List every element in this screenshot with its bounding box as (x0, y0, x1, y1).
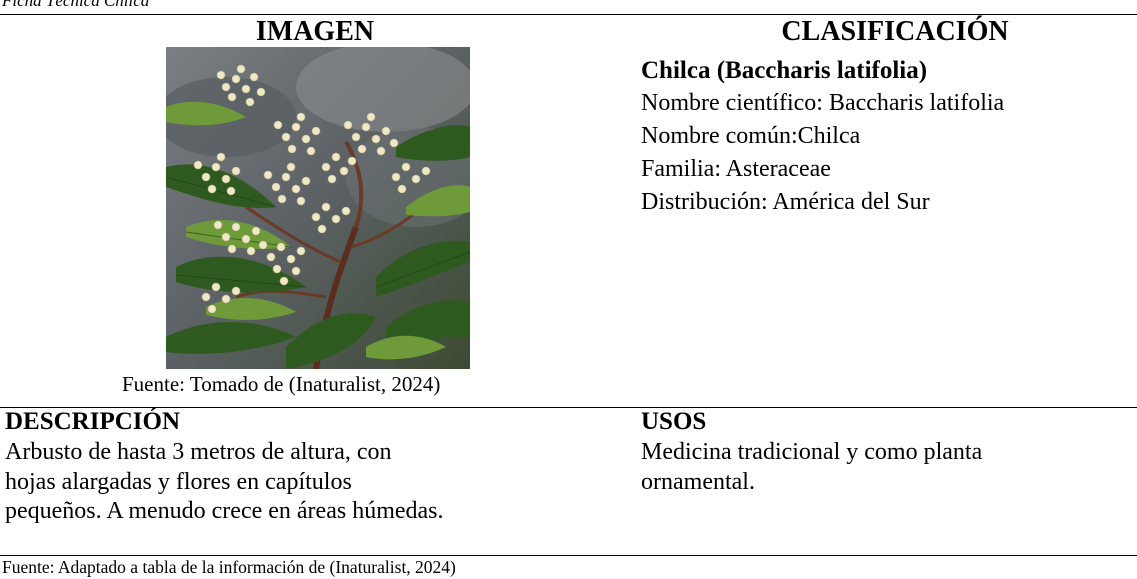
image-column-title: IMAGEN (255, 16, 375, 47)
classification-block: Chilca (Baccharis latifolia) Nombre cien… (641, 54, 1004, 219)
description-text: Arbusto de hasta 3 metros de altura, con… (5, 438, 635, 527)
plant-name: Chilca (Baccharis latifolia) (641, 57, 928, 84)
uses-line: Medicina tradicional y como planta (641, 439, 983, 465)
chilca-plant-photo (166, 47, 470, 369)
common-name-line: Nombre común:Chilca (641, 123, 861, 149)
description-line: Arbusto de hasta 3 metros de altura, con (5, 439, 392, 465)
uses-title: USOS (641, 408, 707, 435)
description-line: pequeños. A menudo crece en áreas húmeda… (5, 498, 444, 524)
footer-source: Fuente: Adaptado a tabla de la informaci… (2, 557, 456, 577)
image-source: Fuente: Tomado de (Inaturalist, 2024) (122, 372, 441, 396)
family-line: Familia: Asteraceae (641, 156, 831, 182)
section-divider-rule (0, 407, 1137, 408)
uses-line: ornamental. (641, 468, 755, 495)
classification-title: CLASIFICACIÓN (781, 16, 1009, 47)
distribution-line: Distribución: América del Sur (641, 189, 930, 215)
scientific-name-line: Nombre científico: Baccharis latifolia (641, 90, 1005, 116)
table-top-rule (0, 14, 1137, 15)
table-caption: Ficha Técnica Chilca (2, 0, 150, 10)
uses-text: Medicina tradicional y como planta ornam… (641, 438, 1131, 497)
description-title: DESCRIPCIÓN (5, 408, 181, 435)
description-line: hojas alargadas y flores en capítulos (5, 468, 352, 495)
table-bottom-rule (0, 555, 1137, 556)
